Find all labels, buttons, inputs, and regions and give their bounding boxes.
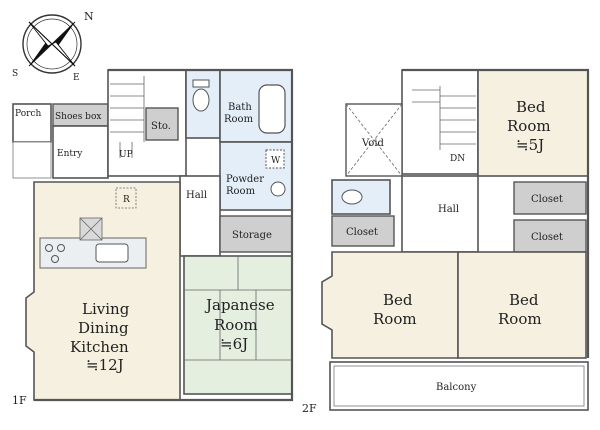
floor-2-label: 2F <box>302 402 317 415</box>
hall-2f-label: Hall <box>438 204 459 215</box>
bed-room-east-label-2: Room <box>498 310 542 328</box>
up-label: UP <box>119 150 133 160</box>
bed-room-east-label-1: Bed <box>509 291 539 309</box>
compass-east: E <box>73 73 80 83</box>
entry-label: Entry <box>57 149 83 159</box>
floor-2: DN Void Bed Room ≒5J Closet Closet Close… <box>302 68 590 415</box>
refrigerator-space <box>115 187 137 209</box>
porch <box>12 103 52 143</box>
storage-small <box>145 107 179 141</box>
floor-1-label: 1F <box>12 394 27 407</box>
japanese-room-size: ≒6J <box>220 335 248 353</box>
stair-treads-2f <box>412 86 476 150</box>
storage-label: Storage <box>232 230 272 241</box>
powder-room-label-1: Powder <box>226 174 264 185</box>
balcony-label: Balcony <box>436 382 477 393</box>
storage <box>219 215 293 253</box>
floor-1: Sto. UP Bath Room W Powder Room Hall Sto… <box>12 68 294 407</box>
toilet-icon <box>341 189 363 205</box>
japanese-room-label-1: Japanese <box>204 296 275 314</box>
ldk-label-3: Kitchen <box>70 338 129 356</box>
refrigerator-mark: R <box>123 195 130 205</box>
storage-small-label: Sto. <box>151 121 171 132</box>
closet-north <box>513 181 587 215</box>
bed-room-north-size: ≒5J <box>516 136 544 154</box>
ldk-label-2: Dining <box>78 319 129 337</box>
balcony <box>329 361 589 411</box>
hall-2f <box>401 175 479 253</box>
ldk-label-1: Living <box>82 300 130 318</box>
closet-west <box>331 215 395 247</box>
compass-south: S <box>12 69 18 79</box>
japanese-room-label-2: Room <box>214 316 258 334</box>
closet-east <box>513 219 587 253</box>
ldk-size: ≒12J <box>86 356 124 374</box>
bed-room-west-label-2: Room <box>373 310 417 328</box>
stove-burner-icon <box>57 244 65 252</box>
stove-burner-icon <box>51 255 59 263</box>
powder-room-label-2: Room <box>226 186 256 197</box>
stove-burner-icon <box>45 244 53 252</box>
bathtub-icon <box>258 84 286 134</box>
shoes-box-label: Shoes box <box>55 112 101 122</box>
stair-treads-1f <box>110 76 145 158</box>
compass-rose: N E S <box>12 10 94 83</box>
toilet-icon <box>192 88 210 112</box>
bath-room-label-1: Bath <box>228 102 252 113</box>
compass-north: N <box>84 10 94 23</box>
bed-room-north-label-1: Bed <box>516 98 546 116</box>
porch-label: Porch <box>15 109 41 119</box>
kitchen-sink-icon <box>95 243 129 263</box>
dn-label: DN <box>450 154 465 164</box>
washer-mark: W <box>271 156 281 166</box>
sink-icon <box>270 181 286 197</box>
kitchen-counter <box>39 237 147 269</box>
tatami-lines <box>184 256 292 361</box>
hall-1f <box>179 175 221 257</box>
hall-1f-label: Hall <box>186 190 207 201</box>
bath-room-label-2: Room <box>224 114 254 125</box>
bed-room-east <box>457 251 587 359</box>
living-dining-kitchen <box>25 181 181 401</box>
closet-west-label: Closet <box>346 227 378 238</box>
closet-east-label: Closet <box>531 232 563 243</box>
bed-room-north-label-2: Room <box>507 117 551 135</box>
washer-space <box>265 149 285 169</box>
void-label: Void <box>361 138 385 149</box>
closet-north-label: Closet <box>531 194 563 205</box>
bed-room-west-label-1: Bed <box>383 291 413 309</box>
